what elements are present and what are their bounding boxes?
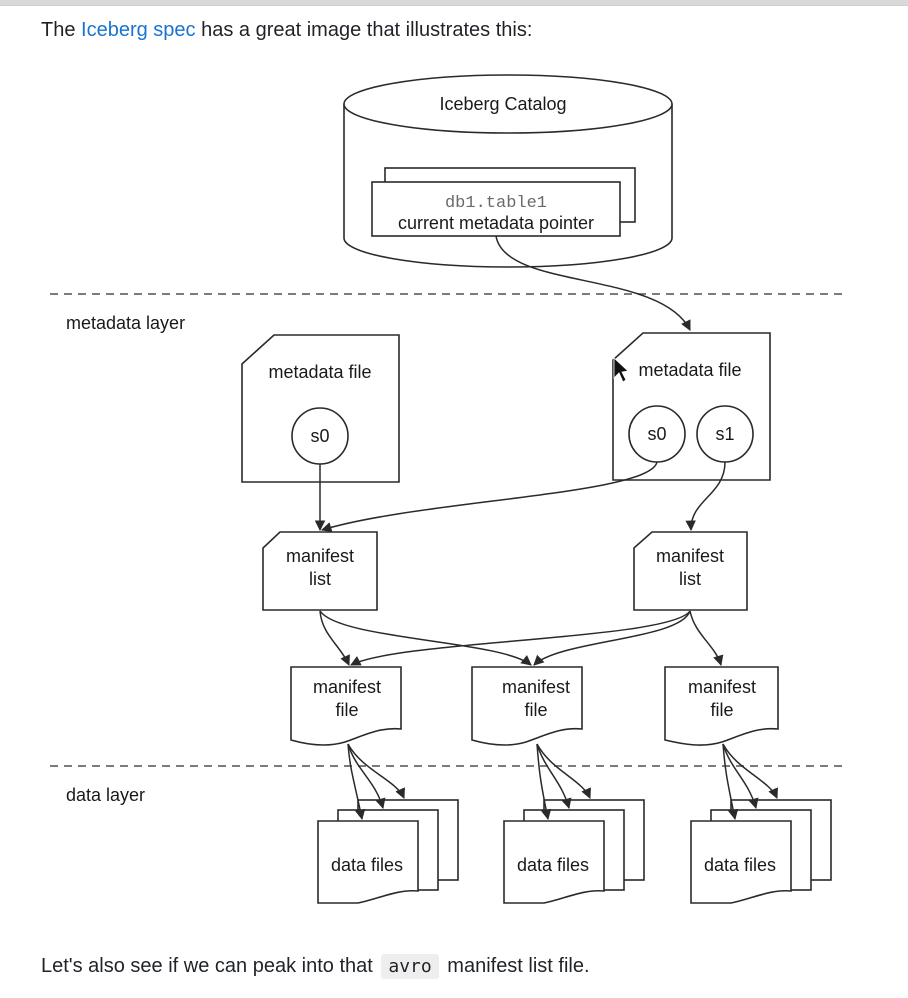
manifest-to-data-file-arrow [722, 743, 778, 799]
data-file-sheet [503, 820, 605, 904]
manifest-file-2-line2: file [524, 700, 547, 720]
data-files-label: data files [517, 855, 589, 875]
pointer-front-card [371, 181, 621, 237]
manifest-list-2: manifest list [633, 531, 748, 611]
manifest-list-1-line2: list [309, 569, 331, 589]
metadata-file-1-label: metadata file [268, 362, 371, 382]
data-files-label: data files [704, 855, 776, 875]
metadata-file-1: metadata file s0 [241, 334, 400, 483]
manifest-file-1-line2: file [335, 700, 358, 720]
followup-prefix: Let's also see if we can peak into that [41, 955, 373, 977]
list2-to-manifest-file-2-arrow [533, 610, 691, 666]
followup-paragraph: Let's also see if we can peak into that … [41, 954, 590, 979]
manifest-file-1: manifest file [290, 666, 402, 746]
intro-suffix: has a great image that illustrates this: [195, 19, 533, 41]
manifest-list-2-line1: manifest [656, 546, 724, 566]
snapshot-s1-label: s1 [715, 424, 734, 444]
s0-to-manifest-list-1-arrow [320, 461, 658, 533]
followup-suffix: manifest list file. [447, 955, 590, 977]
list2-to-manifest-file-3-arrow [689, 610, 724, 667]
list1-to-manifest-file-1-arrow [319, 610, 350, 666]
manifest-file-1-line1: manifest [313, 677, 381, 697]
manifest-file-3: manifest file [664, 666, 779, 746]
manifest-to-data-file-arrow [536, 743, 572, 810]
metadata-file-2-label: metadata file [638, 360, 741, 380]
metadata-layer-label: metadata layer [66, 313, 185, 333]
data-files-stack-1: data files [317, 743, 459, 904]
current-metadata-pointer-label: current metadata pointer [398, 213, 594, 233]
manifest-list-2-line2: list [679, 569, 701, 589]
intro-paragraph: The Iceberg spec has a great image that … [41, 18, 532, 42]
intro-prefix: The [41, 19, 82, 41]
metadata-file-2: metadata file s0 s1 [612, 332, 771, 481]
top-border [0, 0, 908, 6]
iceberg-catalog-cylinder: Iceberg Catalog db1.table1 current metad… [343, 74, 673, 268]
data-layer-label: data layer [66, 785, 145, 805]
data-files-stack-3: data files [690, 743, 832, 904]
manifest-file-2-line1: manifest [502, 677, 570, 697]
s1-to-manifest-list-2-arrow [685, 461, 726, 532]
snapshot-s0-label: s0 [647, 424, 666, 444]
manifest-to-data-file-arrow [722, 743, 759, 810]
manifest-to-data-file-arrow [347, 743, 405, 799]
manifest-to-data-file-arrow [347, 743, 386, 810]
table-name: db1.table1 [445, 194, 547, 213]
data-file-sheet [317, 820, 419, 904]
manifest-to-data-file-arrow [536, 743, 591, 799]
manifest-to-data-file-arrow [722, 743, 739, 821]
avro-inline-code: avro [381, 954, 439, 979]
data-files-label: data files [331, 855, 403, 875]
manifest-to-data-file-arrow [347, 743, 366, 821]
catalog-title: Iceberg Catalog [439, 94, 566, 114]
list1-to-manifest-file-2-arrow [319, 610, 532, 666]
manifest-to-data-file-arrow [536, 743, 552, 821]
manifest-file-3-line2: file [710, 700, 733, 720]
manifest-list-1-line1: manifest [286, 546, 354, 566]
data-files-stack-2: data files [503, 743, 645, 904]
mouse-pointer-icon [613, 357, 629, 383]
snapshot-s0-label: s0 [310, 426, 329, 446]
manifest-file-2: manifest file [471, 666, 583, 746]
manifest-file-3-line1: manifest [688, 677, 756, 697]
data-file-sheet [690, 820, 792, 904]
pointer-arrow [495, 235, 691, 331]
manifest-list-1: manifest list [262, 531, 378, 611]
iceberg-spec-link[interactable]: Iceberg spec [81, 19, 196, 41]
list2-to-manifest-file-1-arrow [350, 610, 691, 666]
